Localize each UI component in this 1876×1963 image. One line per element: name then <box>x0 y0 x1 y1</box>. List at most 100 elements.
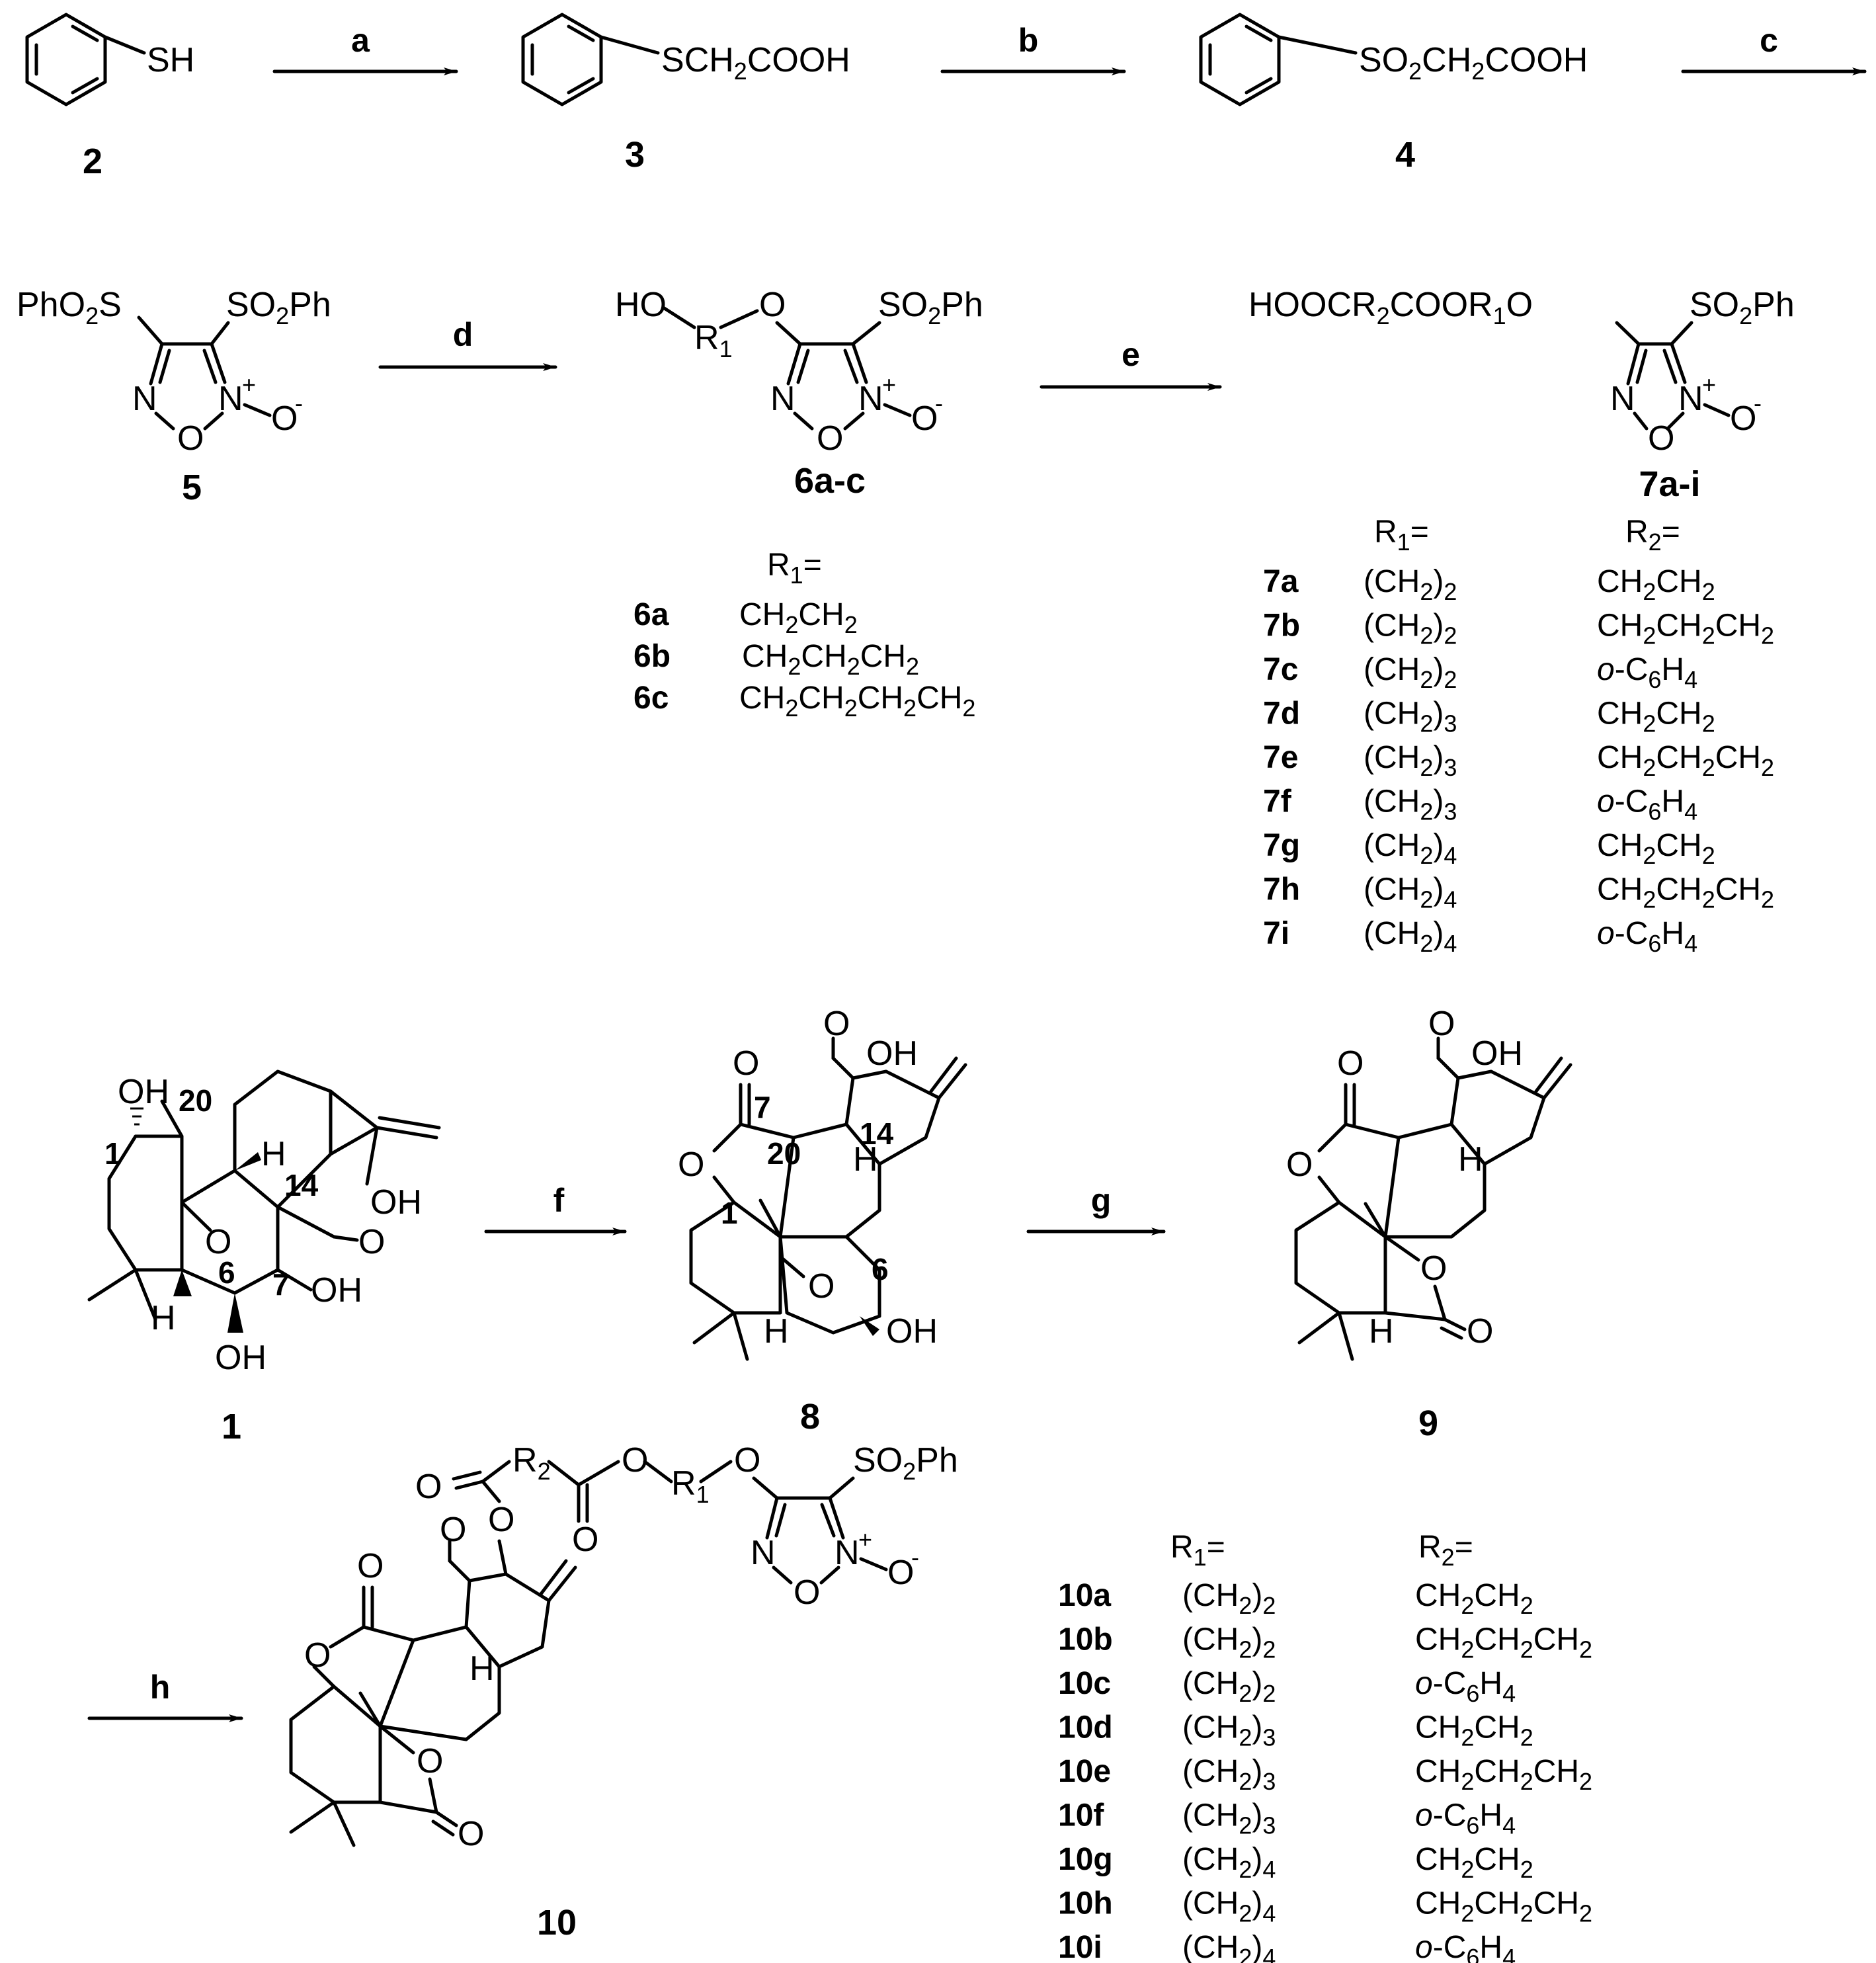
row-r1: (CH2​)4​ <box>1182 1842 1276 1883</box>
table-row: 7g(CH2​)4​CH2​CH2​ <box>1263 828 1715 869</box>
table-row: 10e(CH2​)3​CH2​CH2​CH2​ <box>1058 1754 1592 1795</box>
row-r1: (CH2​)3​ <box>1364 740 1457 781</box>
compound-7: HOOCR2COOR1O SO2Ph N N + O O - 7a-i <box>1248 286 1795 504</box>
step-label: e <box>1122 336 1140 373</box>
acid-ester-chain: HOOCR2COOR1O <box>1248 286 1533 329</box>
hydroxyl-6: OH <box>886 1312 938 1351</box>
compound-number: 6a-c <box>794 461 866 501</box>
ether-oxygen: O <box>205 1223 231 1261</box>
row-r2: CH2​CH2​ <box>1415 1842 1533 1883</box>
hydroxyl-15: OH <box>1471 1034 1523 1073</box>
lactone-ring-oxygen: O <box>417 1742 443 1780</box>
ring-oxygen: O <box>794 1573 820 1612</box>
h-9: H <box>261 1135 286 1173</box>
locant-14: 14 <box>860 1116 894 1151</box>
locant-7: 7 <box>754 1090 771 1124</box>
table-row: 10h (CH2​)4​ CH2​CH2​CH2​ <box>1058 1886 1592 1927</box>
row-r2: o-C6​H4​ <box>1597 784 1697 825</box>
minus-charge: - <box>295 390 303 417</box>
step-f: f <box>484 1182 627 1235</box>
step-label: f <box>553 1182 565 1219</box>
table-row: 6b CH2CH2CH2 <box>633 639 919 680</box>
row-r1: (CH2​)4​ <box>1364 872 1457 913</box>
h-5: H <box>764 1312 789 1351</box>
step-d: d <box>378 316 557 371</box>
compound-2: SH 2 <box>27 15 194 181</box>
table-row: 7e (CH2​)3​ CH2​CH2​CH2​ <box>1263 740 1774 781</box>
row-r1: (CH2​)4​ <box>1182 1886 1276 1927</box>
row-id: 7c <box>1263 652 1298 687</box>
hydroxyl-1: OH <box>118 1073 169 1111</box>
lactone-oxygen: O <box>1286 1146 1313 1184</box>
compound-1: OH 1 20 O H 6 OH 7 OH H 14 OH O 1 <box>87 1069 441 1446</box>
compound-5: PhO2S SO2Ph N N + O O - 5 <box>17 286 331 507</box>
carbonyl-oxygen: O <box>1337 1044 1364 1083</box>
row-id: 7g <box>1263 828 1300 863</box>
locant-20: 20 <box>179 1083 212 1118</box>
compound-number: 3 <box>625 135 645 175</box>
row-r1: (CH2​)3​ <box>1182 1754 1276 1795</box>
table-row: 7i(CH2​)4​o-C6​H4​ <box>1263 916 1697 957</box>
compound-number: 10 <box>537 1903 577 1942</box>
aldehyde-oxygen: O <box>823 1005 850 1043</box>
lactone-oxygen: O <box>678 1146 704 1184</box>
compound-number: 2 <box>83 142 102 181</box>
table-row: 6a CH2CH2 <box>633 597 858 638</box>
row-r2: CH2​CH2​CH2​ <box>1597 740 1774 781</box>
row-id: 10d <box>1058 1710 1113 1745</box>
row-id: 7b <box>1263 608 1300 644</box>
step-e: e <box>1040 336 1222 391</box>
oxide-oxygen: O <box>887 1554 914 1592</box>
row-r2: o-C6​H4​ <box>1597 916 1697 957</box>
locant-1: 1 <box>104 1136 122 1171</box>
step-a: a <box>272 22 458 75</box>
row-r1: (CH2​)2​ <box>1364 564 1457 605</box>
step-label: a <box>351 22 370 59</box>
h-9: H <box>469 1650 495 1688</box>
lactone-ring-oxygen: O <box>1420 1249 1447 1288</box>
hydroxyl-7: OH <box>311 1271 362 1310</box>
row-id: 7e <box>1263 740 1298 775</box>
locant-14: 14 <box>284 1168 319 1202</box>
compound-10: O O O H O O O O R2 O <box>289 1441 958 1942</box>
phenylsulfonyl-right: SO2Ph <box>1690 286 1795 329</box>
row-id: 6b <box>633 639 671 674</box>
ring-n-oxide-nitrogen: N <box>835 1534 860 1572</box>
row-id: 10f <box>1058 1798 1104 1833</box>
row-r1: (CH2​)4​ <box>1364 916 1457 957</box>
thioacetic-acid-group: SCH2COOH <box>661 41 850 85</box>
oxide-oxygen: O <box>911 399 938 438</box>
row-r2: o-C6​H4​ <box>1415 1930 1516 1963</box>
row-r2: CH2​CH2​ <box>1415 1710 1533 1751</box>
ester-carbonyl-oxygen-1: O <box>415 1468 442 1506</box>
phenylsulfonyl-right: SO2Ph <box>878 286 983 329</box>
row-id: 7a <box>1263 564 1299 599</box>
hydroxyl-6: OH <box>215 1339 266 1377</box>
row-id: 10h <box>1058 1886 1113 1921</box>
ether-oxygen: O <box>759 286 786 324</box>
row-id: 7d <box>1263 696 1300 731</box>
table-row: 10g(CH2​)4​CH2​CH2​ <box>1058 1842 1533 1883</box>
table-header-r1: R1= <box>767 548 822 589</box>
table-header-r2: R2= <box>1418 1530 1473 1571</box>
row-r1: (CH2​)2​ <box>1182 1622 1276 1663</box>
lactone-carbonyl-oxygen: O <box>1467 1312 1493 1351</box>
step-h: h <box>87 1669 243 1722</box>
h-5: H <box>151 1299 176 1337</box>
row-r2: o-C6​H4​ <box>1415 1798 1516 1839</box>
phenylsulfonyl-right: SO2Ph <box>853 1441 958 1485</box>
table-header-r1: R1= <box>1374 515 1429 556</box>
step-label: c <box>1760 22 1778 59</box>
row-r2: CH2​CH2​CH2​ <box>1415 1886 1592 1927</box>
row-id: 7h <box>1263 872 1300 907</box>
compound-number: 8 <box>800 1397 820 1437</box>
row-r2: CH2​CH2​CH2​ <box>1415 1754 1592 1795</box>
compound-number: 7a-i <box>1639 464 1700 504</box>
table-header-r1: R1= <box>1170 1530 1225 1571</box>
table-row: 7f(CH2​)3​o-C6​H4​ <box>1263 784 1697 825</box>
compound-number: 4 <box>1395 135 1415 175</box>
row-r1: (CH2​)4​ <box>1364 828 1457 869</box>
minus-charge: - <box>911 1544 919 1571</box>
row-r1: (CH2​)3​ <box>1182 1798 1276 1839</box>
